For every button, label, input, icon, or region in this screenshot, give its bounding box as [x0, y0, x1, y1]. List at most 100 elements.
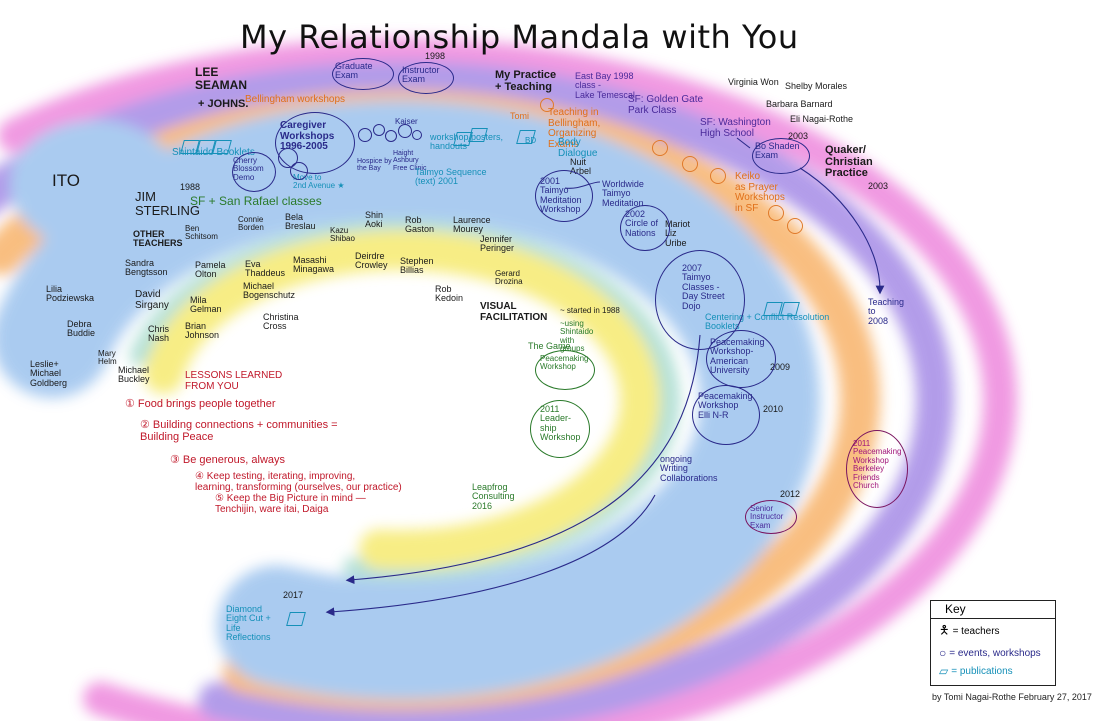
key-teachers: = teachers [952, 626, 1000, 637]
event-circle-icon [710, 168, 726, 184]
note-using: ~using Shintaido with groups [560, 319, 594, 354]
note-david: David Sirgany [135, 289, 169, 311]
note-jennifer: Jennifer Peringer [480, 234, 515, 254]
note-eli: Eli Nagai-Rothe [790, 114, 854, 124]
note-started: ~ started in 1988 [560, 306, 620, 315]
event-circle-icon [655, 250, 745, 350]
event-circle-icon [398, 124, 412, 138]
event-circle-icon [682, 156, 698, 172]
note-ben: Ben Schitsom [185, 224, 218, 242]
note-gerard: Gerard Drozina [495, 269, 523, 287]
event-circle-icon [652, 140, 668, 156]
note-christina: Christina Cross [263, 312, 299, 332]
note-y2009: 2009 [770, 362, 791, 372]
note-debra: Debra Buddie [67, 319, 96, 339]
note-bd: BD [525, 136, 537, 145]
key-publications: = publications [951, 665, 1013, 677]
band-yellow [143, 230, 660, 570]
note-y1988: 1988 [180, 182, 201, 192]
note-haight: Haight Ashbury Free Clinic [393, 150, 427, 172]
event-circle-icon [373, 124, 385, 136]
note-brian: Brian Johnson [185, 321, 220, 341]
note-practice: My Practice + Teaching [495, 69, 557, 93]
timeline-arrow-writing [325, 494, 656, 617]
note-y2010: 2010 [763, 404, 784, 414]
event-circle-icon [358, 128, 372, 142]
note-nuit: Nuit Arbel [570, 157, 592, 177]
event-circle-icon [412, 130, 422, 140]
author-credit: by Tomi Nagai-Rothe February 27, 2017 [932, 692, 1092, 702]
event-circle-icon [745, 500, 797, 534]
band-purple [0, 61, 954, 721]
note-bela: Bela Breslau [285, 212, 316, 232]
note-tomi: Tomi [510, 111, 530, 121]
note-ggpark: SF: Golden Gate Park Class [628, 94, 704, 116]
note-visual: VISUAL FACILITATION [480, 301, 548, 323]
note-leslie: Leslie+ Michael Goldberg [30, 359, 68, 388]
note-l3: ③ Be generous, always [170, 454, 286, 466]
event-circle-icon [275, 112, 355, 174]
band-teal [129, 220, 680, 580]
note-eastbay: East Bay 1998 class - Lake Temescal [575, 71, 635, 100]
note-booklets: Shintaido Booklets [172, 147, 255, 158]
note-y2003b: 2003 [868, 181, 889, 191]
note-lee: LEE SEAMAN [195, 65, 248, 92]
note-sfsr: SF + San Rafael classes [190, 194, 322, 208]
note-taimyoseq: Taimyo Sequence (text) 2001 [415, 167, 487, 187]
note-barbara: Barbara Barnard [766, 99, 833, 109]
event-circle-icon [278, 148, 298, 168]
note-diamond: Diamond Eight Cut + Life Reflections [226, 604, 271, 643]
note-washington: SF: Washington High School [700, 117, 771, 139]
event-circle-icon [535, 170, 593, 222]
note-teachbell: Teaching in Bellingham, Organizing Exams [548, 107, 601, 150]
note-game: The Game [528, 341, 571, 351]
event-circle-icon [530, 400, 590, 458]
event-circle-icon [535, 350, 595, 390]
event-circle-icon [846, 430, 908, 508]
teacher-figure-icon: 🯅 [939, 623, 950, 637]
note-keiko: Keiko as Prayer Workshops in SF [735, 171, 785, 214]
event-circle-icon [787, 218, 803, 234]
note-lessons: LESSONS LEARNED FROM YOU [185, 370, 283, 392]
event-circle-icon [768, 205, 784, 221]
note-buckley: Michael Buckley [118, 365, 150, 385]
note-masashi: Masashi Minagawa [293, 255, 335, 275]
note-pamela: Pamela Olton [195, 260, 226, 280]
note-y1998a: 1998 [425, 51, 446, 61]
note-virginia: Virginia Won [728, 77, 779, 87]
note-ito: ITO [52, 171, 81, 190]
note-mila: Mila Gelman [190, 295, 222, 315]
event-circle-icon [290, 162, 308, 180]
note-deirdre: Deirdre Crowley [355, 251, 388, 271]
page-title: My Relationship Mandala with You [240, 18, 799, 56]
note-mary: Mary Helm [98, 349, 117, 367]
note-laurence: Laurence Mourey [453, 215, 491, 235]
note-teaching2008: Teaching to 2008 [868, 297, 905, 326]
note-l5: ⑤ Keep the Big Picture in mind — Tenchij… [215, 493, 366, 515]
key-title: Key [931, 601, 1055, 619]
note-michaelb: Michael Bogenschutz [243, 281, 296, 301]
bo-shaden-connector [736, 137, 751, 149]
note-y2012: 2012 [780, 489, 801, 499]
note-other: OTHER TEACHERS [133, 229, 183, 249]
event-circle-icon [332, 58, 394, 90]
note-sandra: Sandra Bengtsson [125, 258, 168, 278]
key-events: = events, workshops [949, 647, 1041, 659]
note-quaker: Quaker/ Christian Practice [825, 144, 873, 180]
note-chris: Chris Nash [148, 324, 170, 344]
band-pink [0, 38, 1017, 721]
band-blue-origin [10, 120, 180, 250]
event-circle-icon [706, 330, 776, 388]
event-circles-icon: ○ [939, 646, 947, 660]
note-leapfrog: Leapfrog Consulting 2016 [472, 482, 515, 511]
publication-box-icon: ▱ [939, 664, 949, 678]
note-robg: Rob Gaston [405, 215, 435, 235]
note-y2003a: 2003 [788, 131, 809, 141]
note-mariot: Mariot Liz Uribe [665, 219, 691, 248]
event-circle-icon [620, 205, 670, 251]
note-johns: + JOHNS. [198, 98, 249, 110]
note-shin: Shin Aoki [365, 210, 384, 230]
note-kazu: Kazu Shibao [330, 226, 355, 244]
timeline-arrow-dojo [345, 334, 701, 585]
